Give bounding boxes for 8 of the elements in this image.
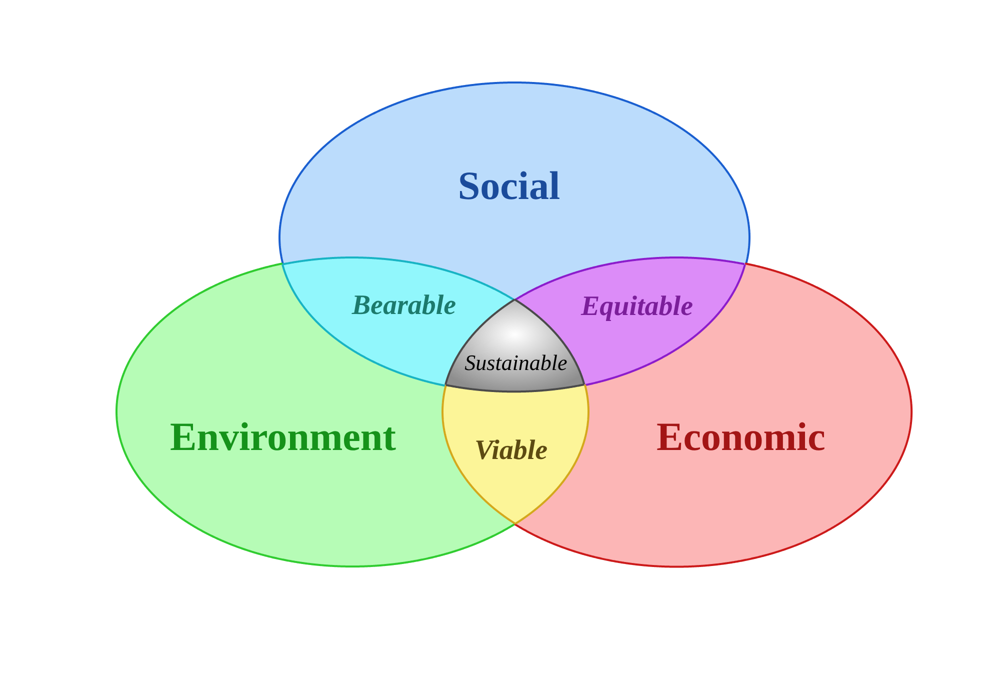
overlap-region — [440, 383, 590, 526]
set-label: Economic — [656, 416, 826, 457]
set-label: Environment — [170, 416, 396, 457]
set-label: Social — [458, 166, 560, 206]
overlap-label: Bearable — [352, 292, 456, 320]
overlap-label: Equitable — [580, 293, 693, 321]
overlap-label: Sustainable — [464, 352, 568, 374]
overlap-label: Viable — [474, 436, 548, 465]
